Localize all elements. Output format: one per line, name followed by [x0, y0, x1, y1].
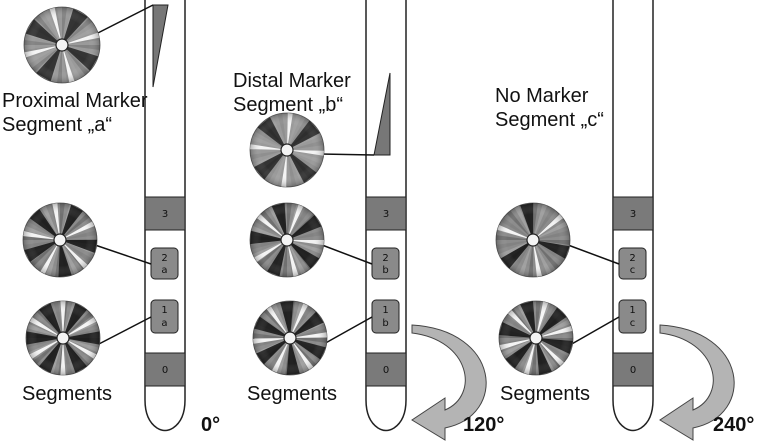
- leader-segment-2c: [567, 244, 620, 265]
- segment-2c-letter: c: [630, 265, 636, 276]
- band-0: [144, 352, 186, 387]
- band-3-label: 3: [630, 209, 636, 220]
- distal-marker-triangle: [373, 72, 391, 156]
- segment-1a-letter: a: [161, 318, 167, 329]
- proximal-marker-triangle: [152, 4, 169, 88]
- column-120deg: 3 0 2 b 1 b: [319, 0, 487, 441]
- segments-label-col2: Segments: [247, 383, 338, 405]
- angle-label-240: 240°: [713, 414, 755, 436]
- leader-segment-1a: [96, 316, 152, 346]
- cross-sections: [22, 6, 574, 376]
- segment-1b-cross-section: [252, 300, 328, 376]
- column-0deg: 3 0 2 a 1 a: [87, 0, 186, 432]
- leader-marker-b: [319, 153, 375, 156]
- segment-1c: [618, 299, 647, 334]
- segment-1a: [150, 299, 179, 334]
- segment-2b-letter: b: [382, 265, 388, 276]
- marker-label-b-line2: Segment „b“: [233, 94, 344, 116]
- rotation-arrow-120: [411, 324, 487, 441]
- band-3-label: 3: [162, 209, 168, 220]
- column-240deg: 3 0 2 c 1 c: [567, 0, 735, 441]
- segment-1c-cross-section: [498, 300, 574, 376]
- marker-label-a-line2: Segment „a“: [2, 114, 113, 136]
- segment-1b-letter: b: [382, 318, 388, 329]
- segment-2b-num: 2: [382, 253, 388, 264]
- segment-2c-num: 2: [629, 253, 635, 264]
- segment-1c-letter: c: [630, 318, 636, 329]
- segment-2a-cross-section: [22, 202, 98, 278]
- leader-marker-a: [87, 4, 154, 39]
- angle-label-120: 120°: [463, 414, 505, 436]
- leader-segment-1c: [569, 316, 620, 346]
- marker-cross-section-b: [249, 112, 325, 188]
- band-0: [365, 352, 407, 387]
- segment-2c-cross-section: [495, 202, 571, 278]
- band-0-label: 0: [630, 365, 636, 376]
- band-0-label: 0: [162, 365, 168, 376]
- band-0-label: 0: [383, 365, 389, 376]
- leader-segment-2a: [94, 244, 152, 265]
- rotation-arrow-240: [659, 324, 735, 441]
- band-3: [144, 196, 186, 231]
- segment-1c-num: 1: [629, 305, 635, 316]
- segment-2a-num: 2: [161, 253, 167, 264]
- segments-label-col1: Segments: [22, 383, 113, 405]
- segment-1b-num: 1: [382, 305, 388, 316]
- band-3-label: 3: [383, 209, 389, 220]
- band-3: [365, 196, 407, 231]
- segments-label-col3: Segments: [500, 383, 591, 405]
- band-3: [612, 196, 654, 231]
- leader-segment-2b: [321, 244, 373, 265]
- segment-2b-cross-section: [249, 202, 325, 278]
- marker-label-c-line1: No Marker: [495, 85, 589, 107]
- angle-label-0: 0°: [201, 414, 221, 436]
- leader-segment-1b: [321, 316, 373, 346]
- marker-label-b-line1: Distal Marker: [233, 70, 351, 92]
- band-0: [612, 352, 654, 387]
- segment-2a-letter: a: [161, 265, 167, 276]
- marker-label-a-line1: Proximal Marker: [2, 90, 148, 112]
- marker-cross-section-a: [23, 6, 101, 84]
- segment-1a-cross-section: [25, 300, 101, 376]
- marker-label-c-line2: Segment „c“: [495, 109, 604, 131]
- segment-1a-num: 1: [161, 305, 167, 316]
- segment-1b: [371, 299, 400, 334]
